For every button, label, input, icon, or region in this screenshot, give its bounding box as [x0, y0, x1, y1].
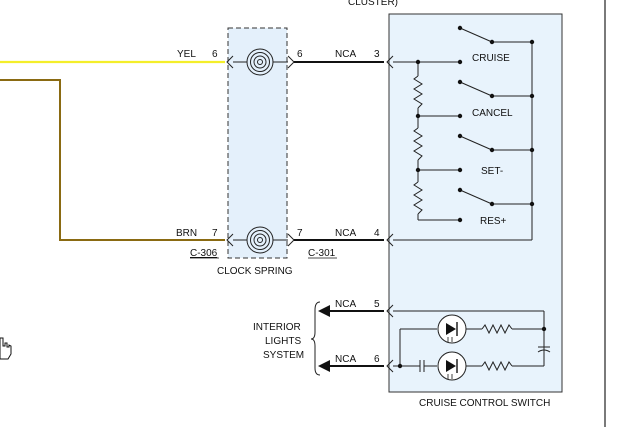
pin-chevron-icon	[386, 304, 394, 318]
interior-lights-line3: SYSTEM	[263, 350, 304, 361]
brn-wire-pin: 7	[212, 228, 218, 239]
pin-chevron-icon	[386, 233, 394, 247]
switch-item-set: SET-	[481, 166, 503, 177]
arrow-left-icon	[318, 305, 330, 317]
nca-mid-pin-right: 4	[374, 228, 380, 239]
brn-wire-label: BRN	[176, 228, 197, 239]
switch-item-cancel: CANCEL	[472, 108, 513, 119]
pin-chevron-icon	[386, 359, 394, 373]
illumination-circuit	[393, 310, 551, 372]
connector-c306-label: C-306	[190, 248, 218, 259]
nca-top-pin-left: 6	[297, 49, 303, 60]
switch-item-res: RES+	[480, 216, 507, 227]
pin-chevron-icon	[226, 55, 234, 69]
switch-item-cruise: CRUISE	[472, 53, 510, 64]
pin-chevron-icon	[386, 55, 394, 69]
nca-5-label: NCA	[335, 299, 356, 310]
nca-6-label: NCA	[335, 354, 356, 365]
brn-wire[interactable]	[0, 79, 225, 241]
nca-top-label: NCA	[335, 49, 356, 60]
arrow-left-icon	[318, 360, 330, 372]
pin-chevron-icon	[287, 233, 295, 247]
pin-chevron-icon	[287, 55, 295, 69]
led-icon	[437, 351, 467, 381]
nca-mid-pin-left: 7	[297, 228, 303, 239]
interior-lights-brace	[310, 301, 321, 376]
switch-nodes	[415, 25, 535, 223]
interior-lights-line2: LIGHTS	[265, 336, 301, 347]
yel-wire-pin: 6	[212, 49, 218, 60]
cluster-partial-label: CLUSTER)	[348, 0, 398, 8]
cruise-control-switch-label: CRUISE CONTROL SWITCH	[419, 398, 550, 409]
nca-5-pin: 5	[374, 299, 380, 310]
nca-top-pin-right: 3	[374, 49, 380, 60]
nca-6-pin: 6	[374, 354, 380, 365]
illumination-nodes	[397, 326, 547, 369]
nca-mid-label: NCA	[335, 228, 356, 239]
yel-wire-label: YEL	[177, 49, 196, 60]
clock-spring-label: CLOCK SPRING	[217, 266, 293, 277]
led-icon	[437, 314, 467, 344]
cruise-control-switch-box	[388, 13, 563, 393]
hand-cursor-icon	[0, 337, 12, 360]
switch-network	[393, 27, 533, 241]
pin-chevron-icon	[226, 233, 234, 247]
connector-c301-label: C-301	[308, 248, 336, 259]
interior-lights-line1: INTERIOR	[253, 322, 301, 333]
clock-spring-box	[227, 27, 288, 259]
